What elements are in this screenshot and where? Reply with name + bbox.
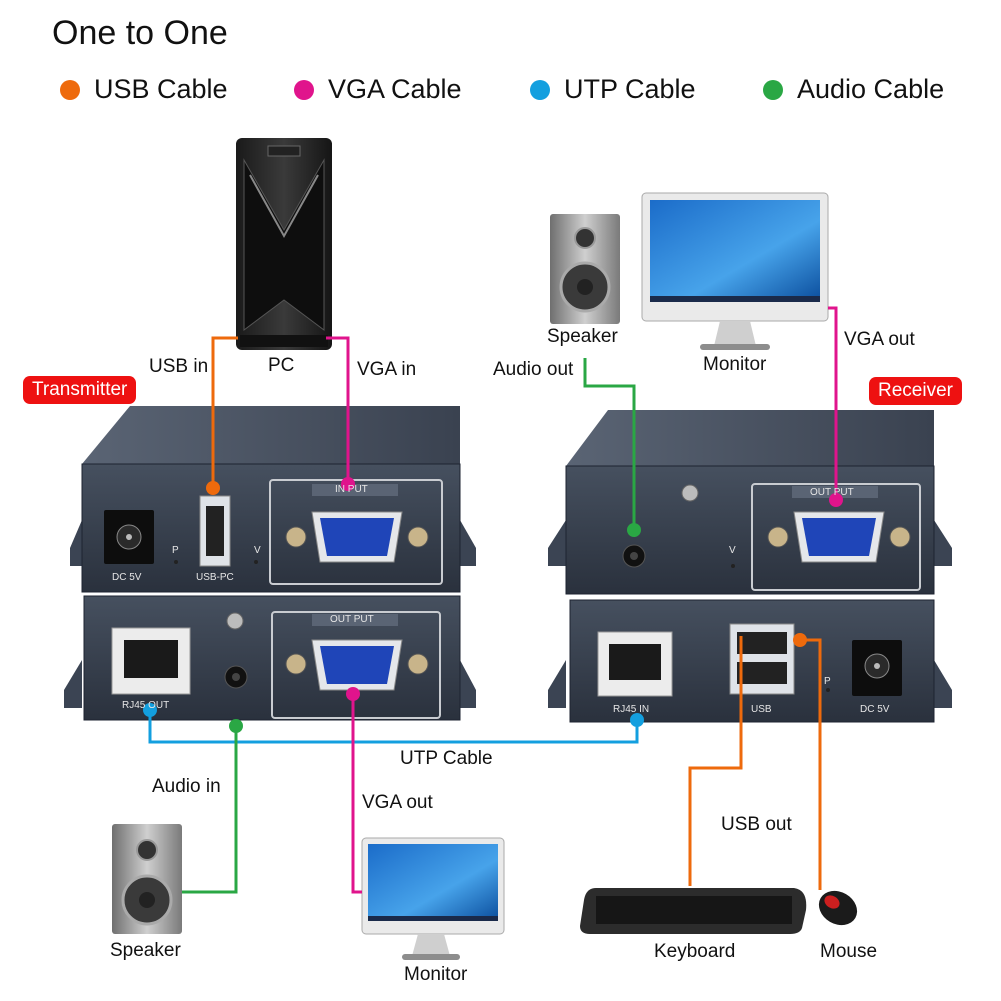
- usb-in-cable: [211, 336, 238, 488]
- legend-vga-label: VGA Cable: [328, 74, 462, 104]
- vga-out-bottom-cable: [351, 694, 362, 894]
- mouse-icon: [818, 890, 858, 926]
- audio-out-label: Audio out: [493, 359, 574, 380]
- audio-in-label: Audio in: [152, 776, 221, 797]
- keyboard-label: Keyboard: [654, 941, 736, 962]
- input-label: IN PUT: [335, 484, 368, 495]
- dc5v-rx-label: DC 5V: [860, 704, 890, 715]
- rj45-in-label: RJ45 IN: [613, 704, 650, 715]
- utp-dot-icon: [530, 79, 550, 100]
- legend-usb-label: USB Cable: [94, 74, 228, 104]
- output-tx-label: OUT PUT: [330, 614, 374, 625]
- transmitter-badge: Transmitter: [23, 376, 137, 404]
- usb-dot-icon: [60, 79, 80, 100]
- vga-in-cable: [326, 336, 350, 484]
- usb-rx-label: USB: [751, 704, 772, 715]
- vga-out-bottom-label: VGA out: [362, 792, 433, 813]
- p-tx-label: P: [172, 545, 179, 556]
- v-tx-label: V: [254, 545, 261, 556]
- utp-cable-label: UTP Cable: [400, 748, 493, 769]
- utp-cable: [148, 710, 639, 744]
- transmitter-unit: [64, 406, 476, 721]
- audio-dot-icon: [763, 79, 783, 100]
- vga-dot-icon: [294, 79, 314, 100]
- usb-pc-label: USB-PC: [196, 572, 234, 583]
- legend-audio-label: Audio Cable: [797, 74, 945, 104]
- pc-tower-icon: [236, 138, 332, 350]
- receiver-unit: [548, 410, 952, 723]
- receiver-badge: Receiver: [869, 377, 962, 405]
- monitor-top-label: Monitor: [703, 354, 767, 375]
- audio-out-cable: [583, 358, 636, 530]
- v-rx-label: V: [729, 545, 736, 556]
- speaker-top-label: Speaker: [547, 326, 618, 347]
- legend-utp: UTP Cable: [530, 74, 696, 105]
- usb-out-keyboard-cable: [688, 636, 743, 886]
- usb-out-label: USB out: [721, 814, 792, 835]
- pc-label: PC: [268, 355, 295, 376]
- speaker-bottom-icon: [112, 824, 182, 934]
- monitor-top-icon: [641, 192, 829, 350]
- legend-audio: Audio Cable: [763, 74, 944, 105]
- mouse-label: Mouse: [820, 941, 878, 962]
- vga-out-top-label: VGA out: [844, 329, 915, 350]
- legend-usb: USB Cable: [60, 74, 228, 105]
- dc5v-tx-label: DC 5V: [112, 572, 142, 583]
- monitor-bottom-label: Monitor: [404, 964, 468, 985]
- legend-vga: VGA Cable: [294, 74, 462, 105]
- vga-in-label: VGA in: [357, 359, 417, 380]
- audio-in-cable: [182, 726, 238, 894]
- p-rx-label: P: [824, 676, 831, 687]
- keyboard-icon: [580, 888, 807, 934]
- rj45-out-label: RJ45 OUT: [122, 700, 170, 711]
- legend-utp-label: UTP Cable: [564, 74, 696, 104]
- vga-out-top-cable: [828, 306, 838, 500]
- speaker-bottom-label: Speaker: [110, 940, 181, 961]
- speaker-top-icon: [550, 214, 620, 324]
- page-title: One to One: [52, 14, 228, 52]
- monitor-bottom-icon: [361, 837, 505, 960]
- usb-in-label: USB in: [149, 356, 209, 377]
- output-rx-label: OUT PUT: [810, 487, 854, 498]
